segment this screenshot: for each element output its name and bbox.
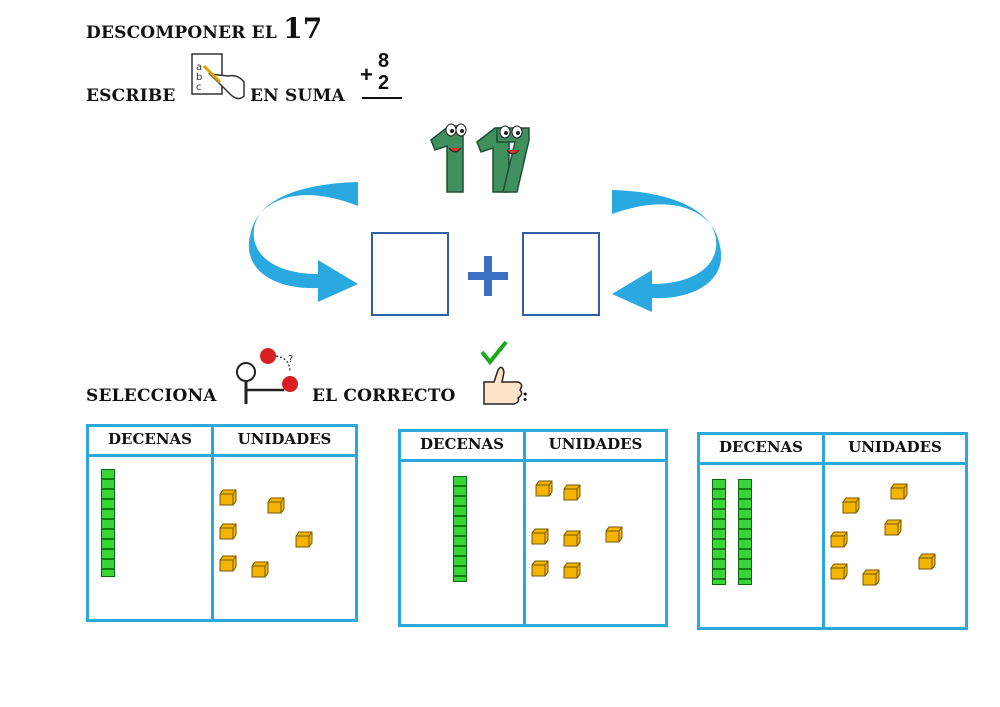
unit-cube: [563, 484, 581, 501]
unit-cube: [890, 483, 908, 500]
title-prefix: DESCOMPONER EL: [86, 23, 277, 43]
unit-cube: [219, 489, 237, 506]
choice-header: [401, 432, 665, 462]
decenas-label: DECENAS: [420, 435, 504, 453]
sum-example: 8 + 2: [358, 50, 404, 102]
number-character-17: [430, 123, 530, 193]
select-instruction-text: SELECCIONA: [86, 386, 217, 406]
right-answer-box[interactable]: [522, 232, 600, 316]
column-divider: [523, 432, 526, 624]
unit-cube: [267, 497, 285, 514]
unidades-label: UNIDADES: [848, 438, 942, 456]
unit-cube: [605, 526, 623, 543]
page-title: DESCOMPONER EL 17: [86, 12, 322, 45]
unidades-label: UNIDADES: [237, 430, 332, 448]
ten-rod: [738, 479, 752, 585]
unit-cube: [884, 519, 902, 536]
sum-bottom-number: 2: [378, 72, 390, 94]
correct-instruction-text: EL CORRECTO: [312, 386, 456, 406]
ten-rod: [712, 479, 726, 585]
left-curved-arrow-icon: [248, 182, 358, 302]
column-divider: [211, 427, 214, 619]
unit-cube: [862, 569, 880, 586]
unit-cube: [531, 560, 549, 577]
sum-top-number: 8: [378, 50, 390, 72]
selecting-person-icon: ?: [236, 348, 298, 404]
sum-line: [362, 97, 402, 99]
choice-header: [89, 427, 355, 457]
svg-text:c: c: [196, 82, 202, 93]
title-number: 17: [283, 12, 323, 45]
write-instruction-text: ESCRIBE: [86, 86, 176, 106]
left-answer-box[interactable]: [371, 232, 449, 316]
unit-cube: [830, 563, 848, 580]
unit-cube: [531, 528, 549, 545]
unit-cube: [219, 555, 237, 572]
right-curved-arrow-icon: [612, 190, 722, 312]
choice-header: [700, 435, 965, 465]
writing-hand-icon: a b c: [191, 53, 245, 100]
unidades-label: UNIDADES: [548, 435, 643, 453]
thumbs-up-check-icon: [480, 340, 523, 405]
choice-card-1[interactable]: DECENAS UNIDADES: [86, 424, 358, 622]
choice-card-2[interactable]: DECENAS UNIDADES: [398, 429, 668, 627]
decenas-label: DECENAS: [719, 438, 803, 456]
unit-cube: [535, 480, 553, 497]
sum-instruction-text: EN SUMA: [250, 86, 345, 106]
unit-cube: [830, 531, 848, 548]
ten-rod: [453, 476, 467, 582]
instruction-colon: :: [522, 386, 529, 406]
unit-cube: [219, 523, 237, 540]
plus-sign-icon: [468, 256, 508, 296]
svg-text:b: b: [196, 72, 202, 83]
decenas-label: DECENAS: [108, 430, 192, 448]
unit-cube: [251, 561, 269, 578]
unit-cube: [842, 497, 860, 514]
choice-card-3[interactable]: DECENAS UNIDADES: [697, 432, 968, 630]
digit-one-left: [430, 123, 467, 193]
digit-seven: [496, 125, 530, 193]
unit-cube: [563, 562, 581, 579]
ten-rod: [101, 469, 115, 577]
unit-cube: [563, 530, 581, 547]
svg-text:?: ?: [288, 354, 293, 365]
sum-plus-sign: +: [360, 62, 373, 87]
unit-cube: [918, 553, 936, 570]
svg-text:a: a: [196, 62, 202, 73]
unit-cube: [295, 531, 313, 548]
column-divider: [822, 435, 825, 627]
